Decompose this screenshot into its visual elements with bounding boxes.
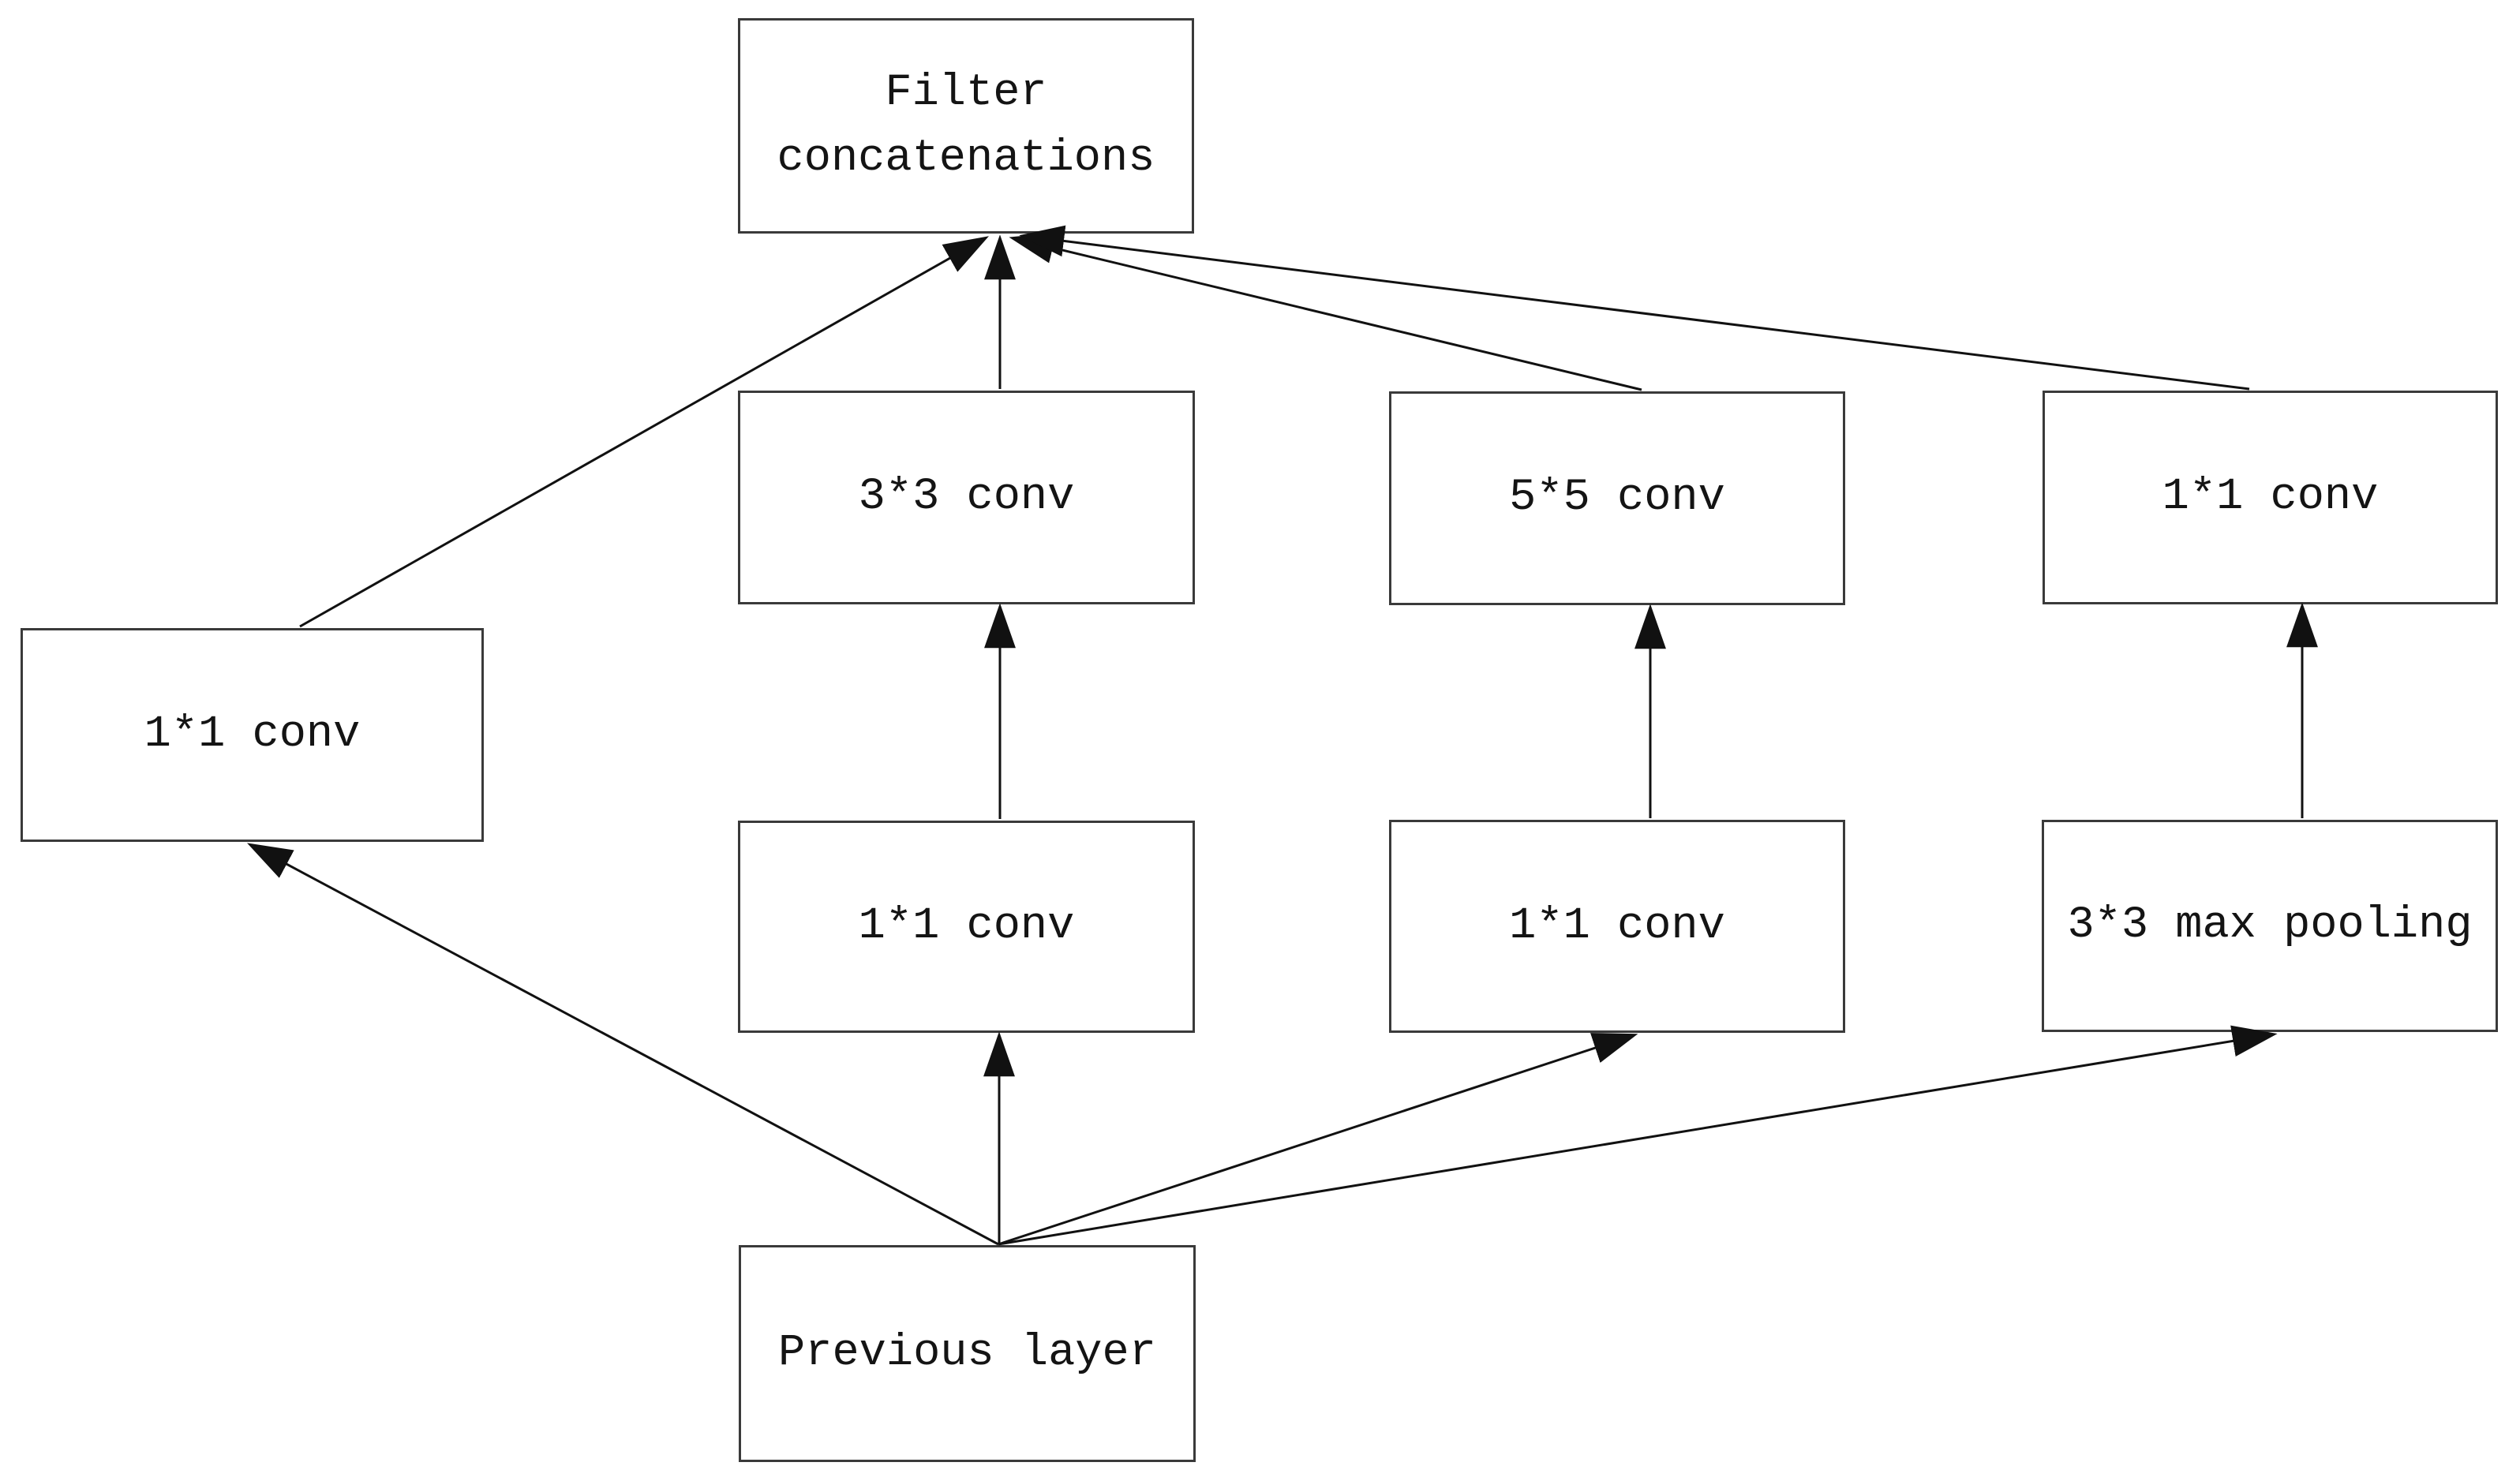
node-label: 3*3 max pooling bbox=[2067, 900, 2473, 952]
node-3x3-conv: 3*3 conv bbox=[738, 391, 1195, 604]
node-label: 5*5 conv bbox=[1509, 473, 1725, 524]
arrow-5x5-conv-to-filter-concatenations bbox=[1009, 232, 1642, 391]
node-1x1-conv-middle: 1*1 conv bbox=[738, 821, 1195, 1033]
node-1x1-conv-left: 1*1 conv bbox=[21, 628, 484, 842]
node-label: 1*1 conv bbox=[858, 901, 1075, 952]
node-1x1-conv-top-right: 1*1 conv bbox=[2043, 391, 2498, 604]
node-filter-concatenations: Filter concatenations bbox=[738, 18, 1194, 234]
arrow-previous-to-1x1-conv-middle-right bbox=[998, 1033, 1638, 1246]
node-label: 1*1 conv bbox=[1509, 900, 1725, 952]
node-label-line: concatenations bbox=[777, 133, 1155, 184]
arrow-previous-to-3x3-max-pooling bbox=[998, 1025, 2278, 1246]
node-label: 1*1 conv bbox=[2162, 472, 2379, 523]
node-5x5-conv: 5*5 conv bbox=[1389, 391, 1845, 605]
node-label: 1*1 conv bbox=[144, 709, 361, 761]
node-previous-layer: Previous layer bbox=[739, 1245, 1196, 1462]
node-1x1-conv-middle-right: 1*1 conv bbox=[1389, 820, 1845, 1033]
node-label: Previous layer bbox=[778, 1328, 1156, 1379]
node-label-line: Filter bbox=[885, 67, 1047, 118]
arrow-1x1-conv-top-right-to-filter-concatenations bbox=[1019, 225, 2250, 391]
node-3x3-max-pooling: 3*3 max pooling bbox=[2042, 820, 2498, 1032]
node-label: 3*3 conv bbox=[858, 472, 1075, 523]
